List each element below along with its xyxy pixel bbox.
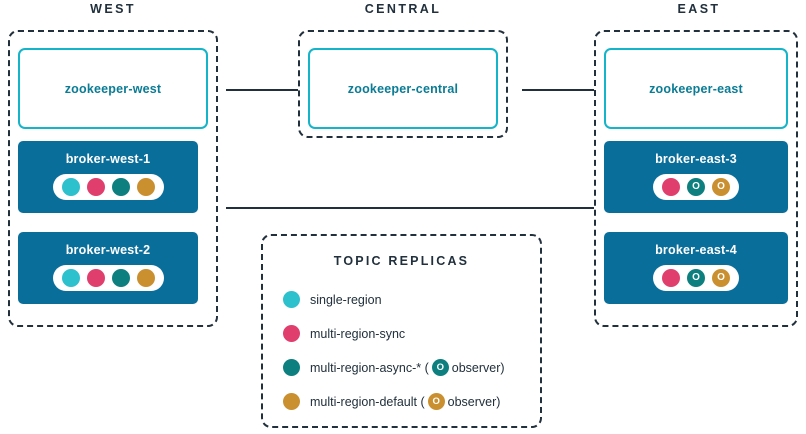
- region-box-central: [298, 30, 508, 138]
- connector-west-east-brokers: [226, 207, 594, 209]
- region-box-west: [8, 30, 218, 327]
- legend-items: single-region multi-region-sync multi-re…: [263, 286, 540, 415]
- broker-node-west-1[interactable]: broker-west-1: [18, 141, 198, 213]
- legend-text-suffix-async: observer): [451, 360, 505, 375]
- broker-label-east-4: broker-east-4: [655, 243, 737, 257]
- legend-item-multi-region-sync: multi-region-sync: [283, 320, 540, 347]
- replica-pill-east-3: O O: [653, 174, 739, 200]
- replica-pill-east-4: O O: [653, 265, 739, 291]
- zookeeper-node-central[interactable]: zookeeper-central: [308, 48, 498, 129]
- zookeeper-label-east: zookeeper-east: [649, 81, 743, 96]
- legend-swatch-single-region: [283, 291, 300, 308]
- connector-central-east: [522, 89, 594, 91]
- region-title-east: EAST: [677, 2, 721, 16]
- legend-title: TOPIC REPLICAS: [333, 254, 470, 268]
- replica-dot-multi-region-sync: [86, 178, 105, 196]
- replica-dot-multi-region-default-observer: O: [712, 178, 730, 196]
- broker-node-west-2[interactable]: broker-west-2: [18, 232, 198, 304]
- legend-item-multi-region-async: multi-region-async-* ( O observer): [283, 354, 540, 381]
- broker-label-west-1: broker-west-1: [65, 152, 151, 166]
- legend-label-multi-region-default: multi-region-default ( O observer): [310, 393, 500, 410]
- legend-swatch-multi-region-sync: [283, 325, 300, 342]
- replica-dot-multi-region-async-observer: O: [687, 269, 705, 287]
- legend-item-single-region: single-region: [283, 286, 540, 313]
- broker-label-west-2: broker-west-2: [65, 243, 151, 257]
- connector-west-central: [226, 89, 298, 91]
- legend-text-prefix-async: multi-region-async-* (: [310, 360, 429, 375]
- zookeeper-label-west: zookeeper-west: [64, 81, 162, 96]
- region-title-central: CENTRAL: [364, 2, 442, 16]
- replica-pill-west-2: [52, 265, 164, 291]
- broker-node-east-4[interactable]: broker-east-4 O O: [604, 232, 788, 304]
- legend-text-suffix-default: observer): [447, 394, 501, 409]
- replica-dot-multi-region-async: [111, 269, 130, 287]
- replica-dot-multi-region-sync: [86, 269, 105, 287]
- replica-dot-multi-region-async: [111, 178, 130, 196]
- replica-dot-multi-region-default: [136, 269, 155, 287]
- observer-badge-default-icon: O: [427, 393, 445, 410]
- replica-dot-multi-region-default-observer: O: [712, 269, 730, 287]
- zookeeper-node-east[interactable]: zookeeper-east: [604, 48, 788, 129]
- zookeeper-node-west[interactable]: zookeeper-west: [18, 48, 208, 129]
- legend-swatch-multi-region-default: [283, 393, 300, 410]
- legend-label-single-region: single-region: [310, 292, 382, 307]
- replica-dot-multi-region-sync: [662, 269, 680, 287]
- legend-text-prefix-default: multi-region-default (: [310, 394, 425, 409]
- replica-dot-multi-region-async-observer: O: [687, 178, 705, 196]
- region-box-east: [594, 30, 798, 327]
- zookeeper-label-central: zookeeper-central: [347, 81, 459, 96]
- legend-label-multi-region-async: multi-region-async-* ( O observer): [310, 359, 505, 376]
- replica-dot-multi-region-sync: [662, 178, 680, 196]
- replica-dot-multi-region-default: [136, 178, 155, 196]
- replica-pill-west-1: [52, 174, 164, 200]
- broker-label-east-3: broker-east-3: [655, 152, 737, 166]
- legend-swatch-multi-region-async: [283, 359, 300, 376]
- observer-badge-async-icon: O: [431, 359, 449, 376]
- legend-label-multi-region-sync: multi-region-sync: [310, 326, 406, 341]
- region-title-west: WEST: [90, 2, 136, 16]
- replica-dot-single-region: [61, 178, 80, 196]
- replica-dot-single-region: [61, 269, 80, 287]
- broker-node-east-3[interactable]: broker-east-3 O O: [604, 141, 788, 213]
- legend-item-multi-region-default: multi-region-default ( O observer): [283, 388, 540, 415]
- legend-box: TOPIC REPLICAS single-region multi-regio…: [261, 234, 542, 428]
